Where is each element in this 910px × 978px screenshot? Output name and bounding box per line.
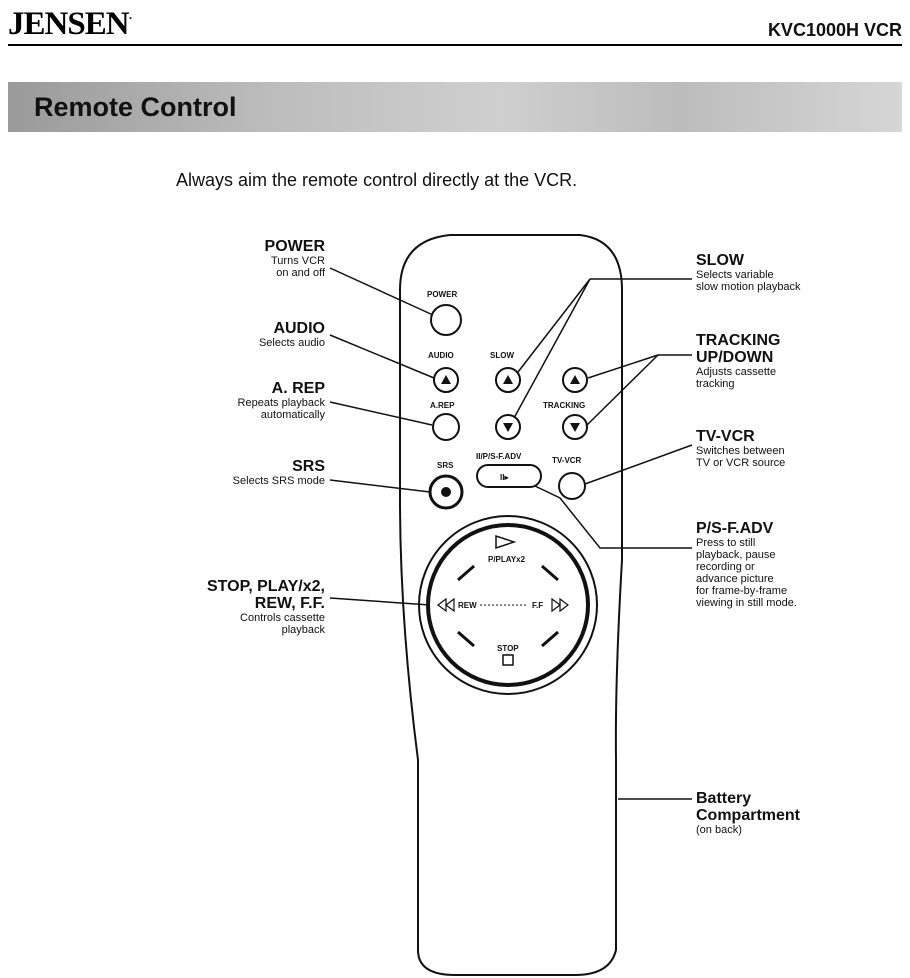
key-label-play: P/PLAYx2	[488, 555, 526, 564]
leader-tracking-2	[587, 354, 659, 379]
stop-icon	[502, 654, 514, 666]
psfadv-button[interactable]	[476, 464, 542, 488]
leader-power	[329, 267, 434, 316]
leader-tracking-3	[585, 354, 659, 427]
key-label-tracking: TRACKING	[543, 401, 585, 410]
model-number: KVC1000H VCR	[767, 20, 902, 40]
tracking-up-arrow-icon	[570, 375, 580, 384]
key-label-audio: AUDIO	[428, 351, 454, 360]
ring-tick-lower-left	[457, 630, 475, 648]
rewind-icon	[437, 597, 455, 613]
leader-slow-3	[513, 278, 591, 419]
header-rule	[8, 44, 902, 46]
leader-srs	[329, 479, 431, 493]
ring-tick-lower-right	[541, 630, 559, 648]
audio-arrow-icon	[441, 375, 451, 384]
key-label-rew: REW	[458, 601, 477, 610]
key-label-psfadv: II/P/S-F.ADV	[476, 452, 522, 461]
callout-srs: SRS Selects SRS mode	[232, 458, 325, 487]
section-banner: Remote Control	[8, 82, 902, 132]
leader-slow-2	[517, 278, 591, 373]
brand-logo: JENSEN·	[8, 6, 133, 42]
slow-down-arrow-icon	[503, 423, 513, 432]
remote-body	[399, 234, 623, 976]
key-label-arep: A.REP	[430, 401, 455, 410]
key-label-srs: SRS	[437, 461, 454, 470]
callout-audio: AUDIO Selects audio	[258, 320, 325, 349]
callout-battery: Battery Compartment (on back)	[696, 790, 801, 836]
key-label-tvvcr: TV-VCR	[552, 456, 582, 465]
callout-arep: A. REP Repeats playback automatically	[237, 380, 325, 421]
tvvcr-button[interactable]	[558, 472, 586, 500]
leader-psfadv	[534, 485, 692, 549]
section-title: Remote Control	[34, 92, 237, 122]
callout-psfadv: P/S-F.ADV Press to still playback, pause…	[696, 520, 797, 609]
key-label-power: POWER	[427, 290, 457, 299]
leader-stop-play	[329, 597, 431, 606]
key-label-stop: STOP	[497, 644, 519, 653]
leader-tvvcr	[584, 444, 693, 485]
srs-dot-icon	[441, 487, 451, 497]
callout-power: POWER Turns VCR on and off	[264, 238, 325, 279]
play-icon	[495, 534, 517, 550]
callout-tracking: TRACKING UP/DOWN Adjusts cassette tracki…	[696, 332, 781, 390]
leader-arep	[329, 401, 433, 426]
key-label-ff: F.F	[532, 601, 543, 610]
fast-forward-icon	[551, 597, 569, 613]
tracking-down-arrow-icon	[570, 423, 580, 432]
psfadv-pause-icon: II▸	[500, 473, 509, 482]
intro-text: Always aim the remote control directly a…	[176, 170, 578, 190]
arep-button[interactable]	[432, 413, 460, 441]
ring-tick-upper-left	[457, 564, 475, 582]
key-label-slow: SLOW	[490, 351, 514, 360]
slow-up-arrow-icon	[503, 375, 513, 384]
power-button[interactable]	[430, 304, 462, 336]
callout-stop-play: STOP, PLAY/x2, REW, F.F. Controls casset…	[207, 578, 325, 636]
leader-audio	[329, 334, 435, 379]
ring-tick-upper-right	[541, 564, 559, 582]
transport-ring-outer	[418, 515, 598, 695]
callout-slow: SLOW Selects variable slow motion playba…	[696, 252, 801, 293]
callout-tvvcr: TV-VCR Switches between TV or VCR source	[696, 428, 786, 469]
